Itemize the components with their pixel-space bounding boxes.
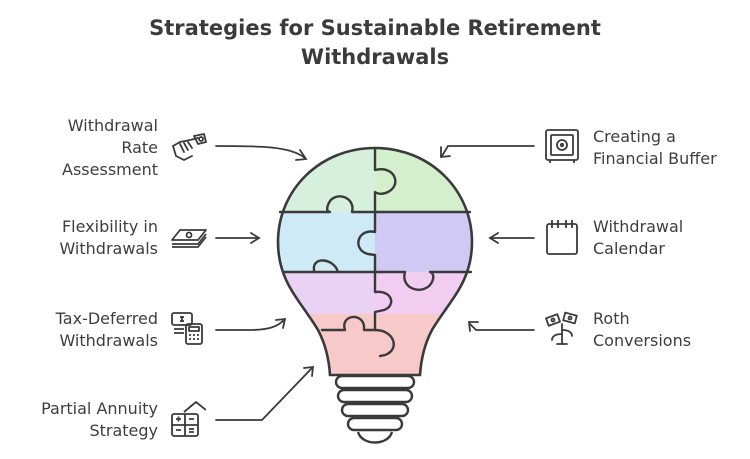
puzzle-piece-top-left xyxy=(278,148,375,212)
label-line: Rate xyxy=(121,138,158,157)
money-calculator-icon xyxy=(171,312,203,345)
puzzle-seams xyxy=(278,146,473,358)
diagram-title: Strategies for Sustainable Retirement Wi… xyxy=(0,14,750,72)
label-withdrawal-calendar: Withdrawal Calendar xyxy=(593,216,743,260)
label-tax-deferred-withdrawals: Tax-Deferred Withdrawals xyxy=(20,308,158,352)
bulb-thread-3 xyxy=(340,402,410,418)
label-roth-conversions: Roth Conversions xyxy=(593,308,743,352)
arrow-left-1-head xyxy=(295,149,308,161)
hand-money-icon xyxy=(172,133,207,161)
money-plant-icon xyxy=(545,311,578,345)
label-line: Tax-Deferred xyxy=(55,309,158,328)
arrow-left-4-head xyxy=(303,365,315,377)
label-line: Roth xyxy=(593,309,630,328)
arrow-right-3 xyxy=(469,323,535,331)
arrow-left-2-head xyxy=(250,232,261,244)
bulb-thread-2 xyxy=(336,388,414,404)
label-line: Strategy xyxy=(89,421,158,440)
puzzle-piece-top-right xyxy=(375,148,472,212)
title-line-1: Strategies for Sustainable Retirement xyxy=(149,16,601,40)
calendar-icon xyxy=(546,220,578,255)
title-line-2: Withdrawals xyxy=(300,45,450,69)
label-line: Financial Buffer xyxy=(593,149,717,168)
arrow-right-2-head xyxy=(488,232,499,244)
cash-stack-icon xyxy=(171,229,207,248)
label-line: Assessment xyxy=(62,160,158,179)
label-line: Partial Annuity xyxy=(41,399,158,418)
label-line: Calendar xyxy=(593,239,665,258)
label-partial-annuity-strategy: Partial Annuity Strategy xyxy=(0,398,158,442)
bulb-base xyxy=(334,374,416,444)
label-withdrawal-rate-assessment: Withdrawal Rate Assessment xyxy=(20,115,158,181)
label-flexibility-in-withdrawals: Flexibility in Withdrawals xyxy=(20,216,158,260)
safe-icon xyxy=(545,129,579,163)
house-calculator-icon xyxy=(171,401,206,437)
arrow-left-1 xyxy=(215,145,306,159)
bulb-thread-4 xyxy=(346,416,404,432)
bulb-tip xyxy=(356,431,394,444)
puzzle-piece-mid-right xyxy=(375,212,472,272)
bulb-thread-1 xyxy=(334,374,416,390)
arrow-right-1 xyxy=(441,145,535,157)
label-line: Withdrawals xyxy=(59,331,158,350)
label-line: Withdrawals xyxy=(59,239,158,258)
label-line: Creating a xyxy=(593,127,676,146)
label-line: Conversions xyxy=(593,331,692,350)
arrow-left-4 xyxy=(215,367,313,421)
label-line: Flexibility in xyxy=(61,217,158,236)
arrow-left-3-head xyxy=(275,317,287,329)
arrow-right-1-head xyxy=(440,146,451,159)
label-creating-financial-buffer: Creating a Financial Buffer xyxy=(593,126,743,170)
connector-arrows xyxy=(215,145,535,421)
label-line: Withdrawal xyxy=(67,116,158,135)
arrow-left-3 xyxy=(215,319,285,331)
arrow-right-3-head xyxy=(467,321,479,332)
label-line: Withdrawal xyxy=(593,217,684,236)
